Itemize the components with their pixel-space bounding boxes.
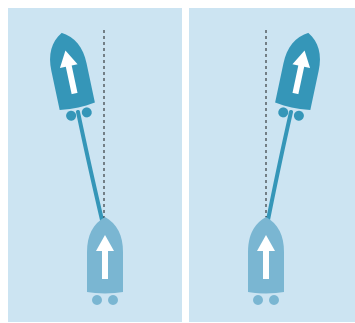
- left-panel: [8, 8, 182, 322]
- left-front-boat-icon: [44, 29, 96, 121]
- left-wake-curve: [76, 110, 104, 222]
- right-wake-curve: [266, 110, 293, 222]
- left-rear-boat-icon: [87, 217, 123, 305]
- right-panel: [189, 8, 355, 322]
- right-front-boat-icon: [274, 29, 326, 121]
- right-rear-boat-icon: [248, 217, 284, 305]
